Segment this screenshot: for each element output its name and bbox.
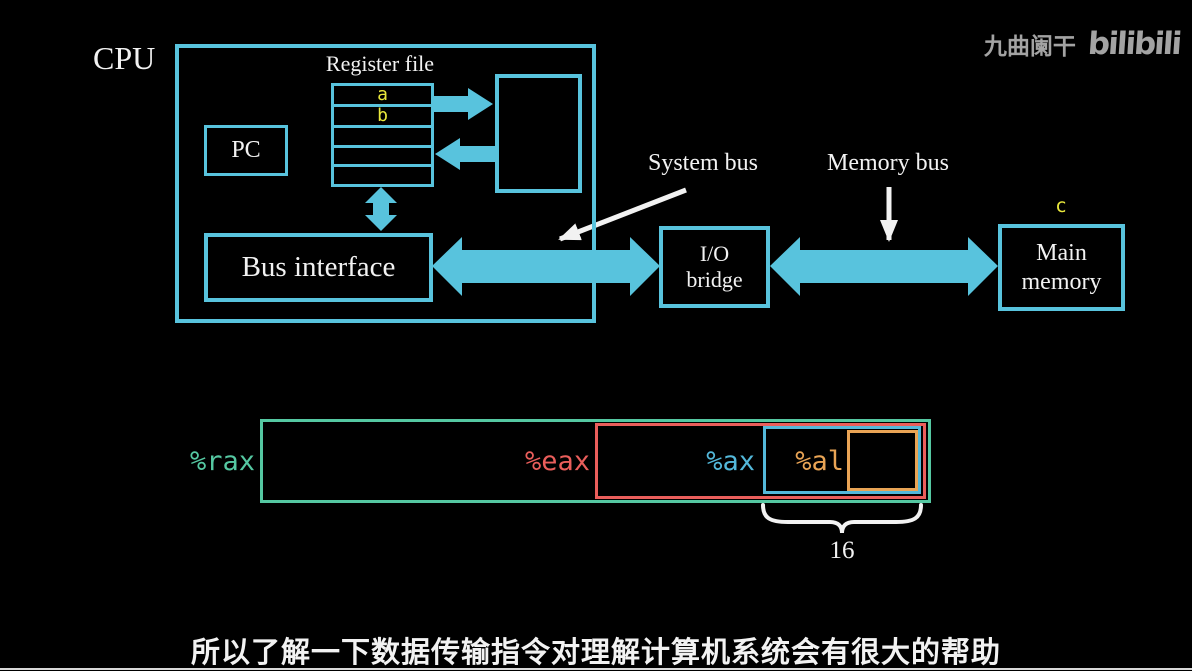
bilibili-logo: bilibili (1086, 26, 1182, 62)
bits-brace (761, 503, 923, 534)
register-row-a: a (377, 84, 388, 105)
pc-box: PC (204, 125, 288, 176)
watermark: 九曲阑干 bilibili (960, 26, 1182, 62)
register-row-empty (334, 125, 431, 145)
cpu-box (175, 44, 596, 323)
register-row-empty (334, 144, 431, 165)
memory-bus-arrow (770, 237, 998, 296)
bus-interface-label: Bus interface (241, 251, 396, 283)
bus-interface-box: Bus interface (204, 233, 433, 302)
io-bridge-label-line2: bridge (686, 267, 743, 292)
io-bridge-label-line1: I/O (699, 241, 730, 266)
io-bridge-box: I/O bridge (659, 226, 770, 308)
main-memory-label-line1: Main (1036, 239, 1087, 266)
pc-label: PC (231, 137, 261, 163)
alu-box (495, 74, 582, 193)
uploader-name: 九曲阑干 (983, 33, 1076, 59)
register-file-label: Register file (325, 51, 435, 76)
eax-label: %eax (524, 446, 590, 477)
rax-register-box (260, 419, 931, 503)
main-memory-tag-c: c (1055, 195, 1067, 217)
main-memory-box: Main memory (998, 224, 1125, 311)
video-progress-line[interactable] (0, 668, 1192, 670)
register-row-b: b (334, 104, 431, 125)
main-memory-label-line2: memory (1021, 268, 1102, 295)
subtitle-caption: 所以了解一下数据传输指令对理解计算机系统会有很大的帮助 (190, 637, 1001, 669)
rax-label: %rax (189, 446, 255, 477)
eax-register-box (595, 423, 926, 499)
register-row-empty (334, 164, 431, 184)
system-bus-label: System bus (647, 150, 758, 176)
bits-count-label: 16 (829, 537, 855, 564)
al-register-box (847, 430, 918, 491)
ax-register-box (763, 426, 921, 494)
register-file-table: a b (331, 83, 434, 187)
ax-label: %ax (706, 446, 755, 477)
al-label: %al (795, 446, 844, 477)
cpu-label: CPU (93, 40, 156, 76)
memory-bus-label: Memory bus (827, 150, 949, 176)
